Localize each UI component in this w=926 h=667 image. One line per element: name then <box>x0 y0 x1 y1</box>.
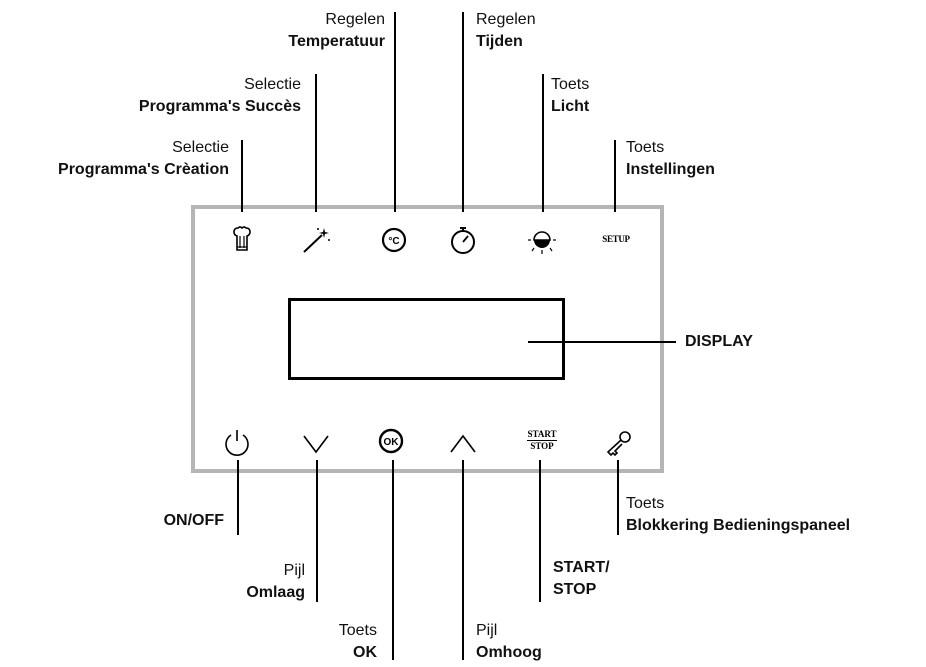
label-temperatuur: Regelen Temperatuur <box>288 9 385 53</box>
label-display-main: DISPLAY <box>685 333 753 350</box>
label-ok: Toets OK <box>339 620 377 664</box>
label-startstop-main2: STOP <box>553 581 597 598</box>
temperature-icon[interactable]: °C <box>376 222 412 258</box>
light-icon[interactable] <box>524 222 560 258</box>
label-omlaag-sub: Pijl <box>283 562 305 579</box>
leader-line-licht <box>542 74 544 212</box>
label-onoff: ON/OFF <box>164 510 224 532</box>
label-display: DISPLAY <box>685 331 753 353</box>
leader-line-display <box>528 341 676 343</box>
leader-line-temperatuur <box>394 12 396 212</box>
leader-line-omlaag <box>316 460 318 602</box>
label-creation-main: Programma's Crèation <box>58 161 229 178</box>
leader-line-ok <box>392 460 394 660</box>
arrow-up-icon[interactable] <box>445 425 481 461</box>
label-blokkering-sub: Toets <box>626 495 665 512</box>
label-succes-sub: Selectie <box>244 76 301 93</box>
label-omhoog-main: Omhoog <box>476 644 542 661</box>
label-creation-sub: Selectie <box>172 139 229 156</box>
leader-line-tijden <box>462 12 464 212</box>
display-screen <box>288 298 565 380</box>
label-omlaag: Pijl Omlaag <box>246 560 305 604</box>
label-instellingen: Toets Instellingen <box>626 137 715 181</box>
magic-wand-icon[interactable] <box>298 222 334 258</box>
label-creation: Selectie Programma's Crèation <box>58 137 229 181</box>
label-startstop-main1: START/ <box>553 559 610 576</box>
label-blokkering: Toets Blokkering Bedieningspaneel <box>626 493 850 537</box>
arrow-down-icon[interactable] <box>298 425 334 461</box>
label-tijden-main: Tijden <box>476 33 523 50</box>
power-icon[interactable] <box>219 425 255 461</box>
celsius-text: °C <box>388 236 399 247</box>
label-succes: Selectie Programma's Succès <box>139 74 301 118</box>
stop-text: STOP <box>530 441 554 451</box>
leader-line-omhoog <box>462 460 464 660</box>
leader-line-onoff <box>237 460 239 535</box>
label-succes-main: Programma's Succès <box>138 98 301 115</box>
ok-button-icon[interactable]: OK <box>373 423 409 459</box>
label-ok-main: OK <box>353 644 377 661</box>
label-omhoog: Pijl Omhoog <box>476 620 542 664</box>
chef-hat-icon[interactable] <box>224 222 260 258</box>
leader-line-blokkering <box>617 460 619 535</box>
ok-text: OK <box>384 437 400 448</box>
timer-icon[interactable] <box>445 222 481 258</box>
label-instellingen-sub: Toets <box>626 139 665 156</box>
label-instellingen-main: Instellingen <box>626 161 715 178</box>
leader-line-instellingen <box>614 140 616 212</box>
label-omhoog-sub: Pijl <box>476 622 498 639</box>
label-licht-sub: Toets <box>551 76 590 93</box>
label-tijden-sub: Regelen <box>476 11 536 28</box>
label-temperatuur-main: Temperatuur <box>288 33 385 50</box>
label-omlaag-main: Omlaag <box>246 584 305 601</box>
label-licht-main: Licht <box>551 98 590 115</box>
leader-line-creation <box>241 140 243 212</box>
start-stop-icon[interactable]: START STOP <box>524 429 560 451</box>
label-startstop: START/ STOP <box>553 557 610 601</box>
label-temperatuur-sub: Regelen <box>325 11 385 28</box>
key-icon[interactable] <box>600 425 636 461</box>
start-text: START <box>527 429 557 441</box>
leader-line-succes <box>315 74 317 212</box>
label-onoff-main: ON/OFF <box>163 512 224 529</box>
label-blokkering-main: Blokkering Bedieningspaneel <box>626 517 851 534</box>
setup-icon[interactable]: SETUP <box>602 234 630 244</box>
label-licht: Toets Licht <box>551 74 589 118</box>
label-tijden: Regelen Tijden <box>476 9 536 53</box>
label-ok-sub: Toets <box>338 622 377 639</box>
leader-line-startstop <box>539 460 541 602</box>
